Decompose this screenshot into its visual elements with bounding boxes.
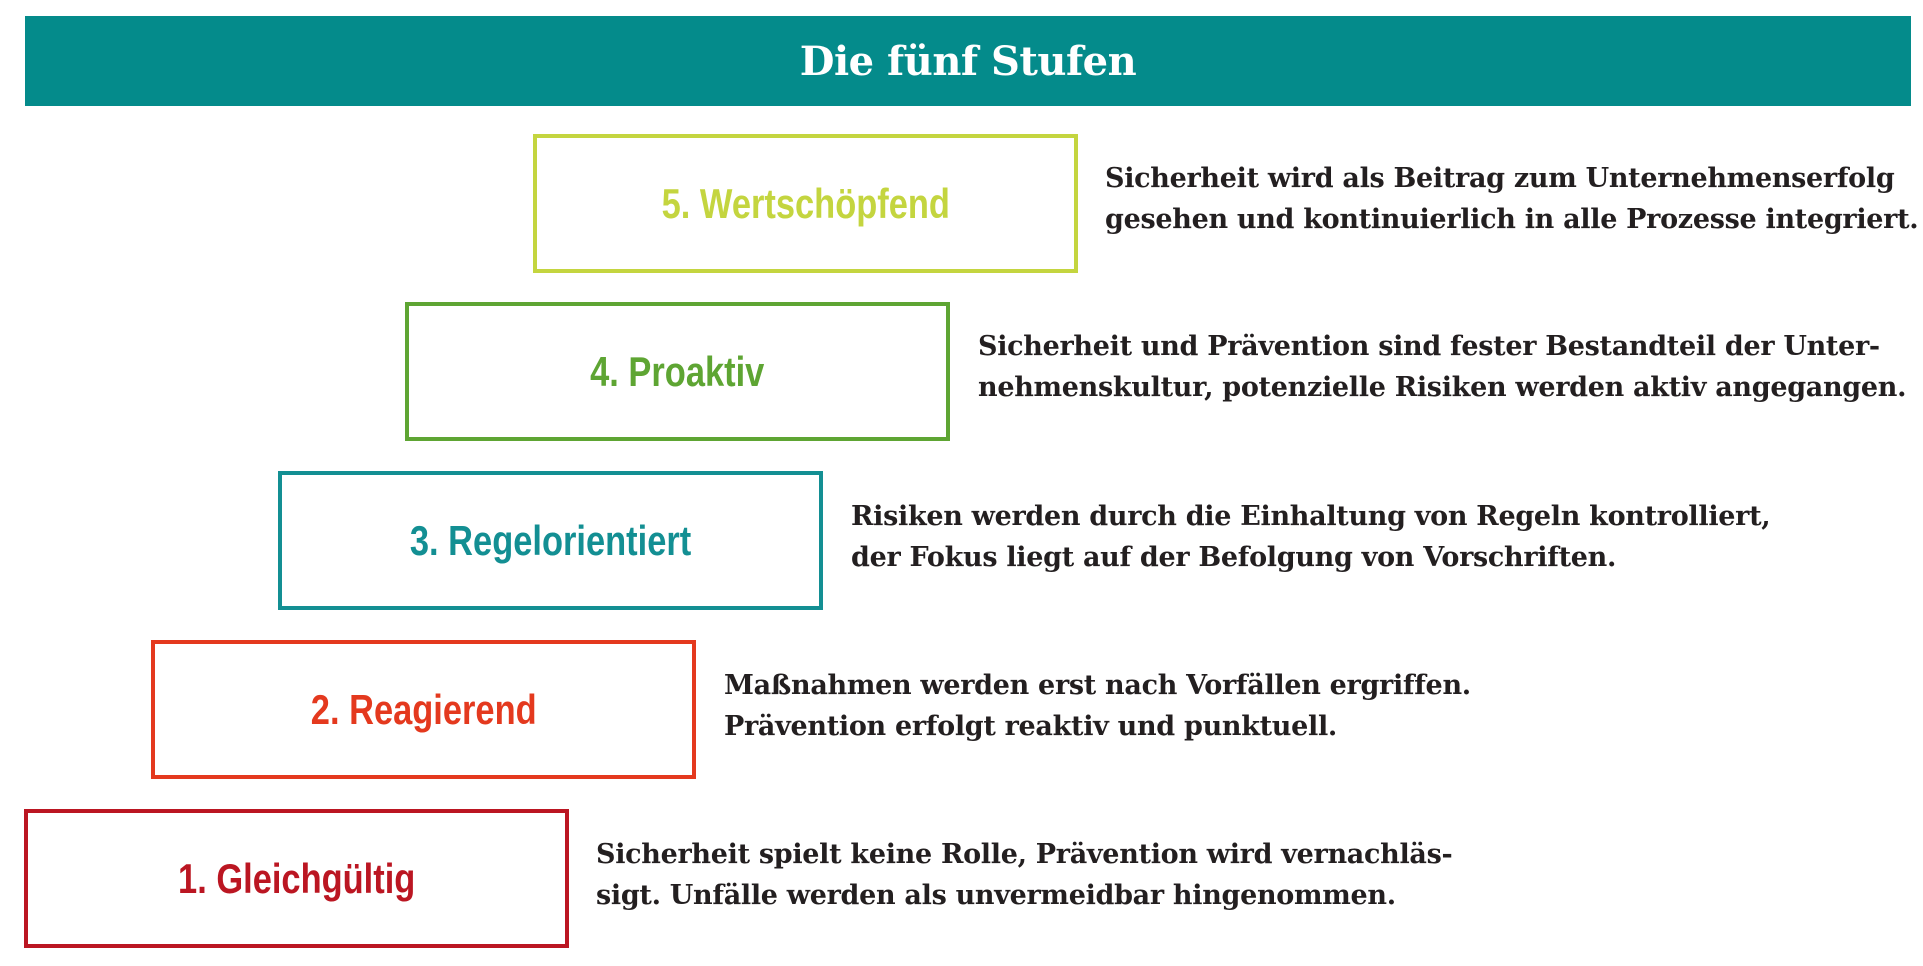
stage-description-3-line-1: Risiken werden durch die Einhaltung von … bbox=[851, 501, 1771, 532]
stage-description-4-line-2: nehmenskultur, potenzielle Risiken werde… bbox=[978, 372, 1907, 403]
stage-description-3: Risiken werden durch die Einhaltung von … bbox=[851, 496, 1771, 578]
stage-description-1-line-1: Sicherheit spielt keine Rolle, Präventio… bbox=[596, 839, 1453, 870]
header-bar: Die fünf Stufen bbox=[25, 16, 1911, 106]
stage-description-2-line-1: Maßnahmen werden erst nach Vorfällen erg… bbox=[724, 670, 1471, 701]
stage-description-5-line-1: Sicherheit wird als Beitrag zum Unterneh… bbox=[1105, 163, 1895, 194]
stage-box-2: 2. Reagierend bbox=[151, 640, 696, 779]
stage-box-5: 5. Wertschöpfend bbox=[533, 134, 1078, 273]
stage-label-1: 1. Gleichgültig bbox=[177, 854, 416, 902]
stage-label-4: 4. Proaktiv bbox=[590, 347, 765, 395]
stage-label-2: 2. Reagierend bbox=[310, 685, 537, 733]
stage-box-4: 4. Proaktiv bbox=[405, 302, 950, 441]
stage-box-1: 1. Gleichgültig bbox=[24, 809, 569, 948]
stage-description-4-line-1: Sicherheit und Prävention sind fester Be… bbox=[978, 331, 1880, 362]
stage-description-2: Maßnahmen werden erst nach Vorfällen erg… bbox=[724, 665, 1471, 747]
stage-description-5-line-2: gesehen und kontinuierlich in alle Proze… bbox=[1105, 204, 1919, 235]
stage-label-3: 3. Regelorientiert bbox=[409, 516, 692, 564]
stage-description-1-line-2: sigt. Unfälle werden als unvermeidbar hi… bbox=[596, 880, 1396, 911]
page-title: Die fünf Stufen bbox=[799, 37, 1137, 85]
stage-label-5: 5. Wertschöpfend bbox=[661, 179, 950, 227]
stage-description-2-line-2: Prävention erfolgt reaktiv und punktuell… bbox=[724, 711, 1338, 742]
stage-box-3: 3. Regelorientiert bbox=[278, 471, 823, 610]
stage-description-3-line-2: der Fokus liegt auf der Befolgung von Vo… bbox=[851, 542, 1617, 573]
stage-description-1: Sicherheit spielt keine Rolle, Präventio… bbox=[596, 834, 1453, 916]
stage-description-4: Sicherheit und Prävention sind fester Be… bbox=[978, 326, 1907, 408]
stage-description-5: Sicherheit wird als Beitrag zum Unterneh… bbox=[1105, 158, 1919, 240]
